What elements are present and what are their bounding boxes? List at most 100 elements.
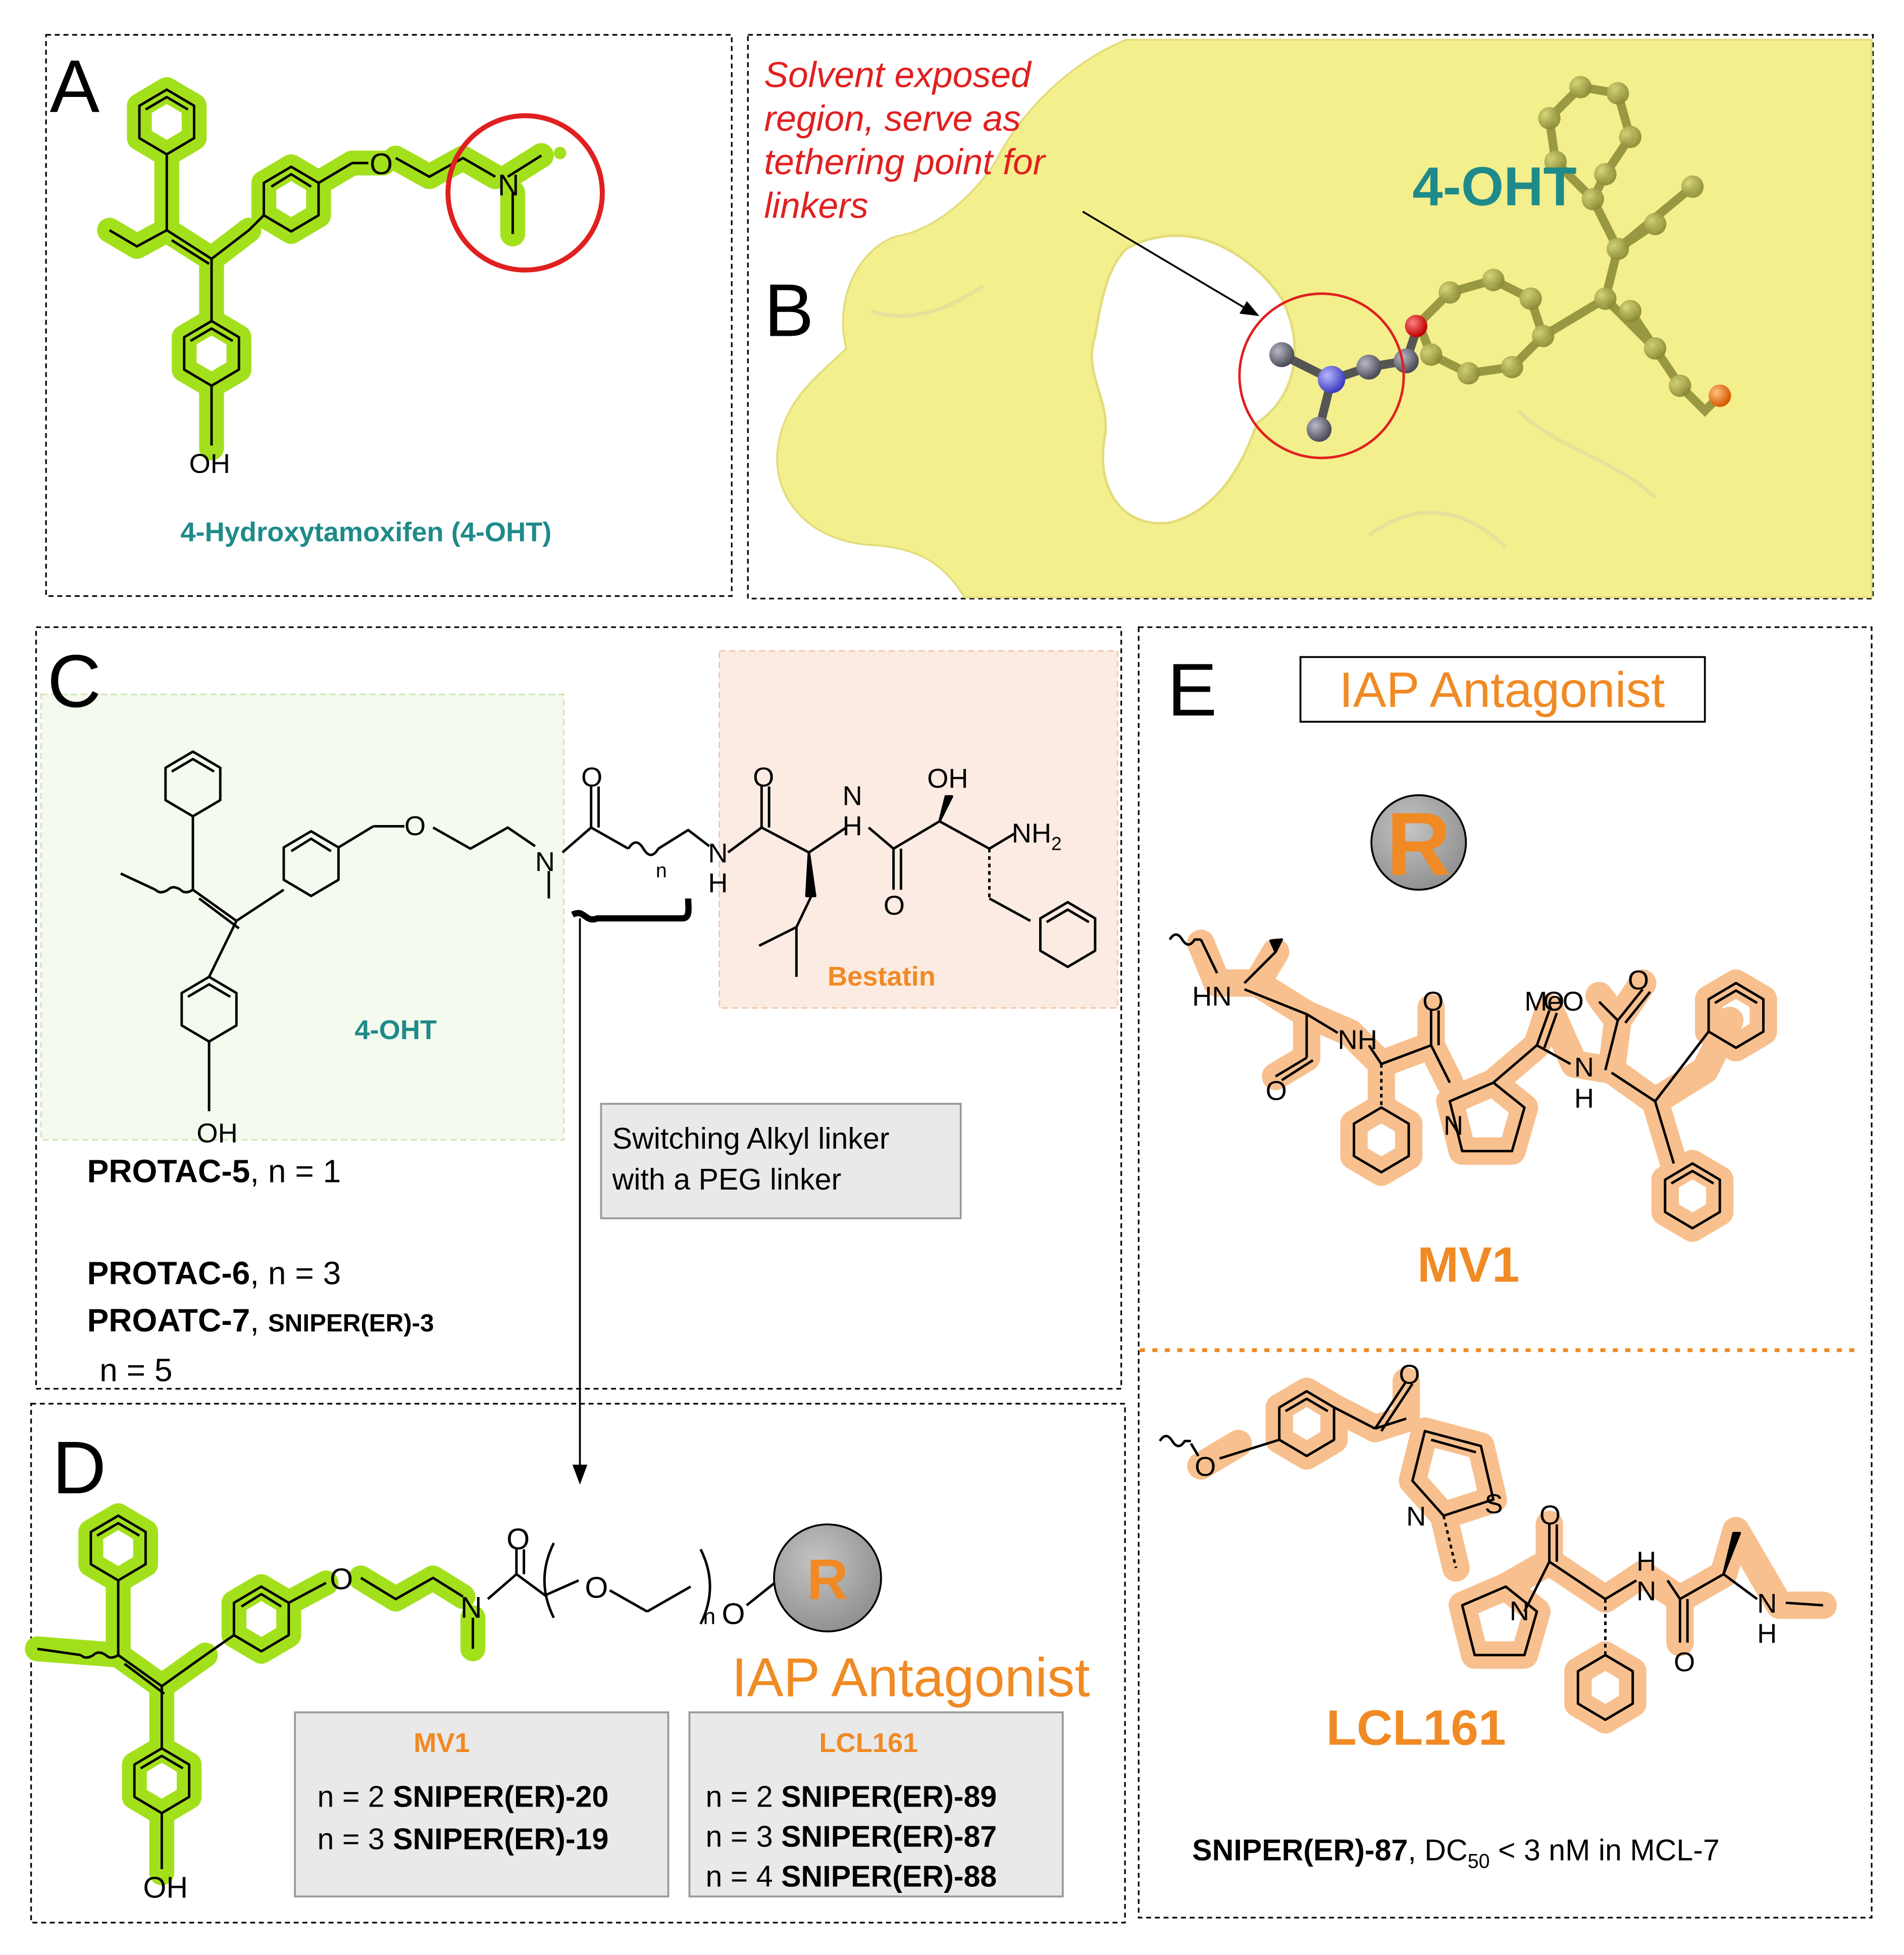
- r-group-letter-d: R: [807, 1548, 848, 1612]
- panel-b: Solvent exposed region, serve as tetheri…: [747, 34, 1874, 600]
- lcl161-atom-h2: H: [1757, 1618, 1777, 1649]
- panel-c-o4: O: [884, 891, 905, 921]
- lcl161-atom-n1: N: [1406, 1502, 1426, 1532]
- compound-protac-6-name: PROTAC-6: [87, 1255, 250, 1291]
- panel-a-methyl-dot: [553, 146, 567, 160]
- mv1-structure-bonds: [1168, 933, 1765, 1230]
- lcl161-atom-o3: O: [1539, 1500, 1561, 1530]
- lcl161-row-3: n = 4 SNIPER(ER)-88: [705, 1859, 997, 1893]
- switch-linker-text: Switching Alkyl linker with a PEG linker: [612, 1121, 898, 1196]
- panel-d-iap-label: IAP Antagonist: [732, 1647, 1090, 1708]
- switch-linker-line-1: Switching Alkyl linker: [612, 1121, 890, 1155]
- compound-proatc-7: PROATC-7, SNIPER(ER)-3: [87, 1302, 434, 1339]
- annotation-line-3: tethering point for: [764, 142, 1046, 182]
- lcl161-row-2-name: SNIPER(ER)-87: [781, 1820, 997, 1854]
- panel-d-sub-n: n: [703, 1604, 716, 1629]
- lcl161-atom-n4: N: [1757, 1588, 1777, 1619]
- mv1-atom-o3: O: [1543, 986, 1564, 1016]
- mv1-atom-h2: H: [1574, 1084, 1594, 1114]
- lcl161-row-1: n = 2 SNIPER(ER)-89: [705, 1780, 997, 1814]
- mv1-atom-nh: NH: [1338, 1025, 1377, 1055]
- lcl161-atom-s: S: [1484, 1489, 1503, 1519]
- footer-value: < 3 nM in MCL-7: [1490, 1833, 1720, 1867]
- panel-d-n1: N: [460, 1590, 482, 1624]
- panel-c: C: [35, 626, 1122, 1485]
- panel-c-border: [35, 626, 1122, 1390]
- panel-c-nh-n: N: [708, 838, 728, 868]
- c-to-d-arrowhead: [572, 1464, 588, 1485]
- annotation-line-4: linkers: [764, 185, 868, 226]
- panel-e-letter: E: [1167, 648, 1217, 732]
- panel-b-ligand-label: 4-OHT: [1412, 156, 1576, 217]
- panel-c-o3: O: [753, 762, 774, 793]
- panel-c-nh-h: H: [708, 868, 728, 898]
- lcl161-box: [688, 1711, 1064, 1897]
- panel-c-amine-sub: 2: [1051, 833, 1062, 854]
- iap-title: IAP Antagonist: [1339, 662, 1665, 717]
- solvent-exposed-circle-a: [445, 113, 605, 273]
- switch-linker-line-2: with a PEG linker: [612, 1162, 842, 1196]
- bestatin-region: [718, 650, 1118, 1009]
- panel-d-o4: O: [722, 1597, 745, 1630]
- panel-b-annotation: Solvent exposed region, serve as tetheri…: [764, 55, 1055, 226]
- panel-b-border: [747, 34, 1874, 600]
- r-group-circle-e: [1370, 794, 1467, 891]
- solvent-exposed-circle-b: [1238, 292, 1405, 459]
- oht-structure-bonds: [109, 88, 542, 446]
- panel-e-footer: SNIPER(ER)-87, DC50 < 3 nM in MCL-7: [1192, 1833, 1720, 1873]
- panel-a-oh-atom: OH: [189, 449, 230, 479]
- footer-dc: , DC: [1408, 1833, 1467, 1867]
- lcl161-row-3-n: n = 4: [705, 1859, 781, 1893]
- mv1-atom-hn: HN: [1192, 981, 1231, 1011]
- mv1-atom-o2: O: [1422, 986, 1444, 1016]
- panel-d-border: [30, 1403, 1126, 1924]
- panel-d-o1: O: [330, 1562, 353, 1596]
- oht-structure-highlight: [97, 77, 554, 460]
- lcl161-row-1-n: n = 2: [705, 1780, 781, 1814]
- lcl161-row-3-name: SNIPER(ER)-88: [781, 1859, 997, 1893]
- switch-linker-box: [600, 1103, 962, 1219]
- mv1-row-1: n = 2 SNIPER(ER)-20: [318, 1780, 609, 1814]
- panel-e-border: [1138, 626, 1873, 1919]
- panel-d-letter: D: [53, 1426, 107, 1510]
- panel-c-ohtx-label: 4-OHT: [354, 1015, 437, 1045]
- panel-c-bestatin-label: Bestatin: [828, 961, 936, 992]
- r-group-circle-d: [773, 1523, 882, 1632]
- lcl161-atom-o1: O: [1195, 1452, 1216, 1482]
- panel-b-letter: B: [764, 269, 814, 352]
- lcl161-atom-h1: H: [1636, 1546, 1656, 1576]
- panel-a: A: [45, 34, 733, 597]
- lcl161-label: LCL161: [1326, 1700, 1506, 1755]
- r-group-letter-e: R: [1386, 794, 1451, 894]
- panel-c-o2: O: [581, 762, 602, 793]
- compound-protac-5-name: PROTAC-5: [87, 1153, 250, 1189]
- mv1-atom-n2: N: [1574, 1052, 1594, 1083]
- mv1-row-1-name: SNIPER(ER)-20: [393, 1780, 608, 1814]
- mv1-box-title: MV1: [414, 1728, 470, 1758]
- lcl161-atom-o4: O: [1674, 1647, 1695, 1677]
- panel-d-o2: O: [506, 1522, 530, 1556]
- lcl161-row-2: n = 3 SNIPER(ER)-87: [705, 1820, 997, 1854]
- mv1-atom-meo: MeO: [1524, 986, 1584, 1016]
- ohtx-region: [40, 694, 564, 1141]
- panel-c-nh2-n: N: [843, 781, 862, 811]
- mv1-row-2-name: SNIPER(ER)-19: [393, 1822, 608, 1856]
- lcl161-row-1-name: SNIPER(ER)-89: [781, 1780, 997, 1814]
- annotation-line-2: region, serve as: [764, 98, 1020, 139]
- compound-protac-6: PROTAC-6, n = 3: [87, 1255, 341, 1291]
- panel-c-sub-n: n: [656, 860, 667, 882]
- panel-d-o3: O: [585, 1571, 608, 1605]
- panel-e: E IAP Antagonist R: [1138, 626, 1873, 1919]
- mv1-atom-o4: O: [1628, 965, 1649, 995]
- footer-dc-subscript: 50: [1468, 1850, 1490, 1872]
- panel-a-o-atom: O: [370, 147, 393, 181]
- panel-d: D: [25, 1403, 1126, 1924]
- panel-c-letter: C: [47, 640, 101, 723]
- protac-structure-bonds: [120, 750, 1097, 1111]
- compound-protac-5-n: , n = 1: [250, 1153, 341, 1189]
- footer-compound-name: SNIPER(ER)-87: [1192, 1833, 1408, 1867]
- panel-c-o1: O: [404, 811, 426, 841]
- compound-proatc-7-name: PROATC-7: [87, 1302, 250, 1339]
- protein-groove: [870, 284, 1657, 549]
